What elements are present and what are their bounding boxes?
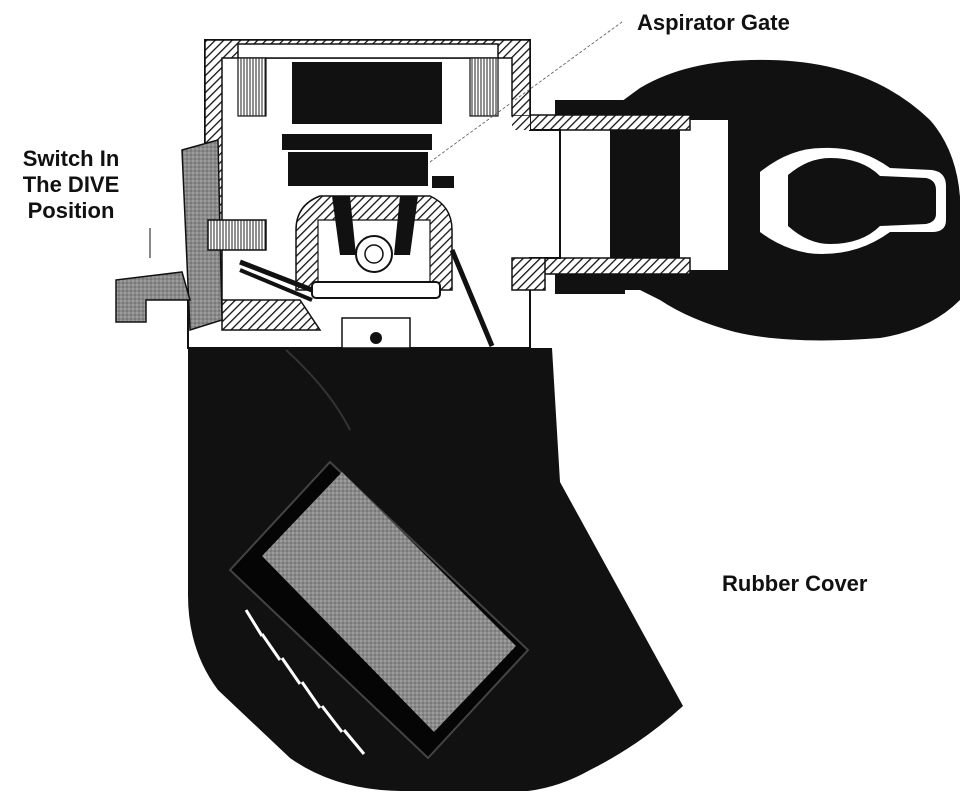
dive-switch — [115, 139, 267, 332]
aspirator-gate-label: Aspirator Gate — [637, 10, 790, 35]
rubber-cover-label: Rubber Cover — [722, 571, 868, 596]
rubber-cover — [188, 348, 683, 791]
regulator-housing — [187, 21, 623, 349]
dive-switch-label-line-1: Switch In — [22, 146, 120, 171]
dive-switch-label-line-2: The DIVE — [22, 171, 120, 197]
outlet-tube — [529, 100, 691, 294]
dive-switch-label-line-3: Position — [27, 197, 115, 223]
mouthpiece — [610, 59, 960, 341]
dive-switch-label: Switch In The DIVE Position — [10, 146, 132, 224]
